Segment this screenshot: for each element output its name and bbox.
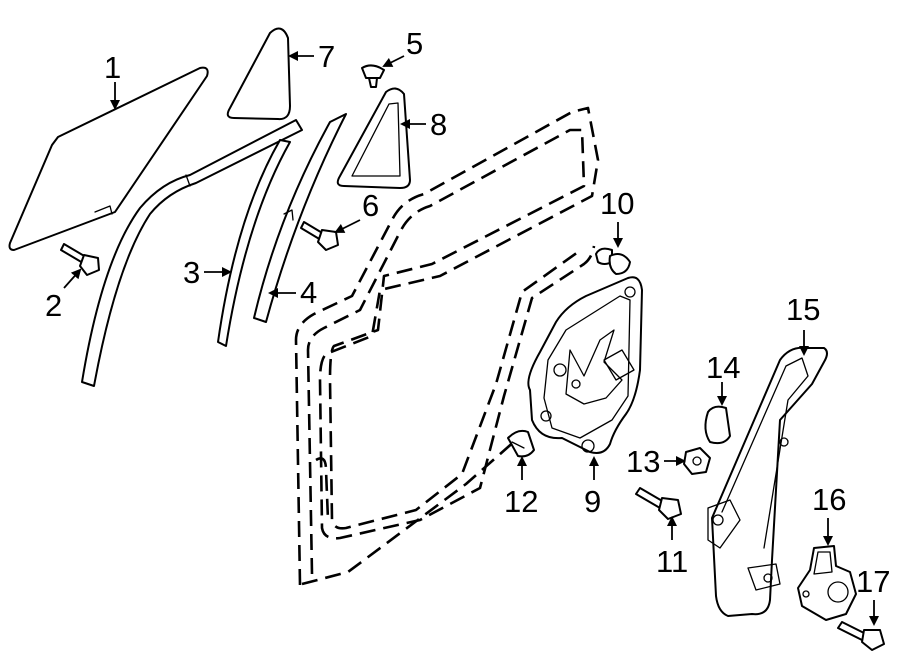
part-16-motor[interactable] <box>797 545 857 621</box>
part-9-panel[interactable] <box>527 276 643 454</box>
callout-10: 10 <box>600 186 634 221</box>
part-5-screw[interactable] <box>361 64 385 88</box>
part-7-quarter-glass[interactable] <box>226 27 291 121</box>
part-14-cap[interactable] <box>704 405 731 445</box>
part-1-door-glass[interactable] <box>8 66 209 251</box>
door-outline <box>294 106 600 586</box>
callout-1: 1 <box>104 50 121 85</box>
callout-4: 4 <box>300 275 317 310</box>
callout-2: 2 <box>45 288 62 323</box>
callout-12: 12 <box>504 484 538 519</box>
part-10-clip[interactable] <box>595 247 631 275</box>
part-12-push-clip[interactable] <box>507 429 535 458</box>
leader-arrows <box>63 51 879 626</box>
glass-run-channel[interactable] <box>81 119 303 387</box>
callout-14: 14 <box>706 350 740 385</box>
callout-5: 5 <box>406 26 423 61</box>
part-4-channel[interactable] <box>253 113 347 323</box>
part-8-quarter-glass-frame[interactable] <box>336 87 411 189</box>
callout-labels: 1 2 3 4 5 6 7 8 9 10 11 12 13 14 15 16 1… <box>45 26 890 599</box>
part-6-bolt[interactable] <box>300 221 339 251</box>
part-11-bolt[interactable] <box>635 487 682 520</box>
part-17-bolt[interactable] <box>837 621 885 651</box>
callout-15: 15 <box>786 292 820 327</box>
part-2-bolt[interactable] <box>60 243 100 276</box>
callout-17: 17 <box>856 564 890 599</box>
callout-13: 13 <box>626 444 660 479</box>
callout-3: 3 <box>183 255 200 290</box>
part-15-regulator[interactable] <box>707 346 828 617</box>
callout-16: 16 <box>812 482 846 517</box>
part-13-nut[interactable] <box>683 447 711 475</box>
callout-6: 6 <box>362 188 379 223</box>
callout-8: 8 <box>430 107 447 142</box>
callout-11: 11 <box>656 544 688 579</box>
part-3-channel[interactable] <box>217 139 291 347</box>
callout-9: 9 <box>584 484 601 519</box>
callout-7: 7 <box>318 39 335 74</box>
